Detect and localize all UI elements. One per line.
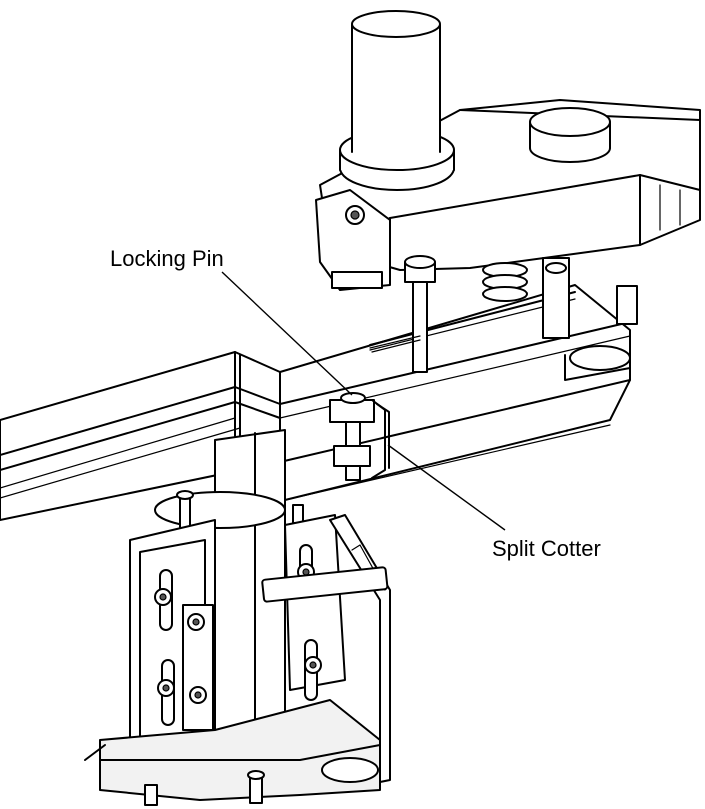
split-cotter-label: Split Cotter xyxy=(492,536,601,561)
locking-pin-assembly xyxy=(329,392,390,481)
split-cotter-leader xyxy=(387,444,506,531)
crossbar-beam xyxy=(279,284,638,501)
bolt-heads xyxy=(154,563,322,704)
mounting-bracket xyxy=(84,429,391,806)
head-unit xyxy=(315,10,701,373)
support-arm xyxy=(0,351,281,521)
locking-pin-leader xyxy=(221,271,353,396)
locking-pin-label: Locking Pin xyxy=(110,246,224,271)
